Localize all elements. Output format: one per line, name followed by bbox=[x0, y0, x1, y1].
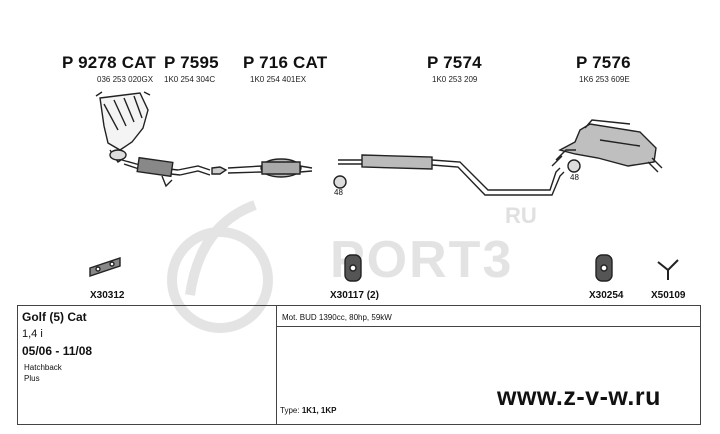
website-link[interactable]: www.z-v-w.ru bbox=[497, 383, 661, 411]
fitting-code-1[interactable]: X30312 bbox=[90, 290, 125, 301]
engine-info: Mot. BUD 1390cc, 80hp, 59kW bbox=[282, 313, 392, 322]
part-number-1[interactable]: P 9278 CAT bbox=[62, 53, 156, 72]
watermark-logo-icon bbox=[167, 200, 273, 333]
vehicle-years: 05/06 - 11/08 bbox=[22, 344, 93, 358]
bracket-icon[interactable] bbox=[657, 259, 679, 280]
vehicle-body-1: Hatchback bbox=[24, 363, 62, 372]
hanger-icon-1[interactable] bbox=[333, 175, 347, 189]
watermark-ru: RU bbox=[505, 203, 537, 228]
vehicle-body-2: Plus bbox=[24, 374, 40, 383]
part-number-2[interactable]: P 7595 bbox=[164, 53, 219, 72]
front-pipe-icon[interactable] bbox=[121, 156, 211, 188]
part-number-3[interactable]: P 716 CAT bbox=[243, 53, 328, 72]
hanger-ref-1: 48 bbox=[334, 188, 343, 197]
vehicle-engine-size: 1,4 i bbox=[22, 328, 43, 340]
gasket-kit-icon[interactable] bbox=[89, 257, 121, 277]
catalytic-converter-icon[interactable] bbox=[227, 158, 313, 178]
oem-number-2: 1K0 254 304C bbox=[164, 75, 216, 84]
watermark: PORT3 RU bbox=[160, 185, 580, 335]
connector-pipe-icon[interactable] bbox=[211, 166, 228, 175]
oem-number-4: 1K0 253 209 bbox=[432, 75, 478, 84]
middle-silencer-icon[interactable] bbox=[338, 154, 565, 196]
oem-number-1: 036 253 020GX bbox=[97, 75, 154, 84]
rubber-mount-icon-1[interactable] bbox=[344, 254, 362, 282]
rubber-mount-icon-2[interactable] bbox=[595, 254, 613, 282]
oem-number-3: 1K0 254 401EX bbox=[250, 75, 307, 84]
type-value: 1K1, 1KP bbox=[301, 406, 337, 415]
type-label: Type: bbox=[280, 406, 300, 415]
fitting-code-4[interactable]: X50109 bbox=[651, 290, 686, 301]
type-row: Type: 1K1, 1KP bbox=[280, 406, 337, 415]
manifold-catalyst-icon[interactable] bbox=[95, 91, 151, 163]
table-divider-vertical bbox=[276, 306, 277, 424]
part-number-5[interactable]: P 7576 bbox=[576, 53, 631, 72]
fitting-code-2[interactable]: X30117 (2) bbox=[330, 290, 379, 301]
table-divider-horizontal bbox=[276, 326, 700, 327]
fitting-code-3[interactable]: X30254 bbox=[589, 290, 624, 301]
oem-number-5: 1K6 253 609E bbox=[579, 75, 630, 84]
part-number-4[interactable]: P 7574 bbox=[427, 53, 482, 72]
hanger-icon-2[interactable] bbox=[567, 159, 581, 173]
rear-silencer-icon[interactable] bbox=[551, 119, 663, 173]
exhaust-diagram bbox=[89, 91, 679, 282]
vehicle-model: Golf (5) Cat bbox=[22, 310, 87, 324]
vehicle-info-table: Golf (5) Cat 1,4 i 05/06 - 11/08 Hatchba… bbox=[17, 305, 701, 425]
hanger-ref-2: 48 bbox=[570, 173, 579, 182]
